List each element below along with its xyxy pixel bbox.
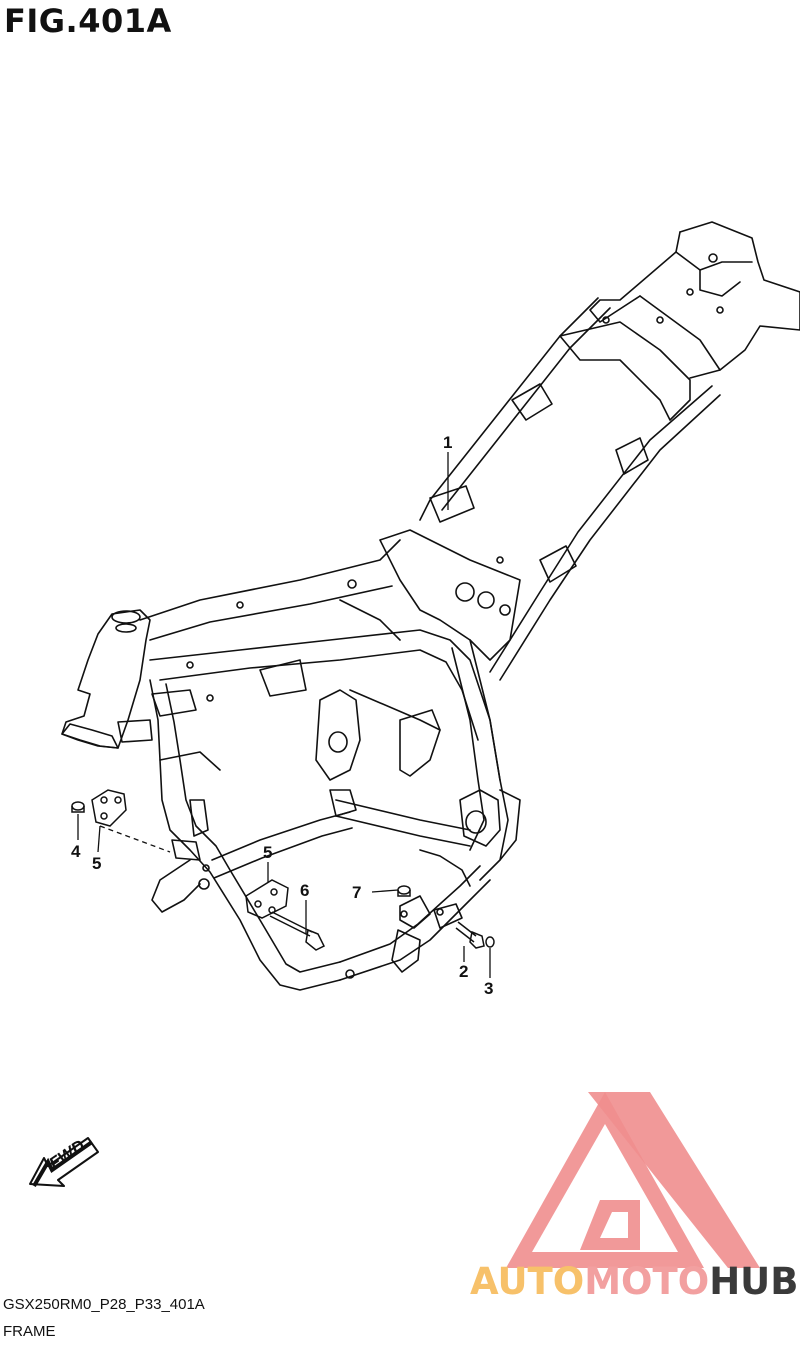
- leader-lines: [77, 452, 491, 978]
- bolt-6-icon: [269, 911, 326, 951]
- callout-2: 2: [459, 962, 468, 981]
- loose-parts: [71, 789, 495, 951]
- section-name: FRAME: [3, 1323, 56, 1340]
- callout-3: 3: [484, 979, 493, 998]
- nut-4-icon: [71, 801, 85, 813]
- callout-6: 6: [300, 881, 309, 900]
- callout-1: 1: [443, 433, 452, 452]
- diagram-code: GSX250RM0_P28_P33_401A: [3, 1296, 205, 1313]
- watermark-hub: HUB: [709, 1260, 798, 1303]
- callout-7: 7: [352, 883, 361, 902]
- watermark-auto: AUTO: [470, 1260, 584, 1303]
- figure-title: FIG.401A: [4, 2, 172, 40]
- callout-4: 4: [71, 842, 81, 861]
- fwd-arrow-icon: FWD: [29, 1136, 99, 1188]
- watermark-logo: AUTOMOTOHUB: [470, 1092, 798, 1303]
- watermark-text: AUTOMOTOHUB: [470, 1260, 798, 1303]
- frame-illustration: [61, 221, 800, 991]
- watermark-moto: MOTO: [584, 1260, 709, 1303]
- bracket-plate-5-left-icon: [91, 789, 127, 827]
- callout-labels: 1 2 3 4 5 5 6 7: [71, 433, 493, 998]
- washer-3-icon: [485, 936, 495, 948]
- bolt-2-icon: [455, 921, 485, 949]
- bracket-plate-5-center-icon: [245, 879, 289, 919]
- nut-7-icon: [397, 885, 411, 897]
- callout-5-center: 5: [263, 843, 272, 862]
- callout-5-left: 5: [92, 854, 101, 873]
